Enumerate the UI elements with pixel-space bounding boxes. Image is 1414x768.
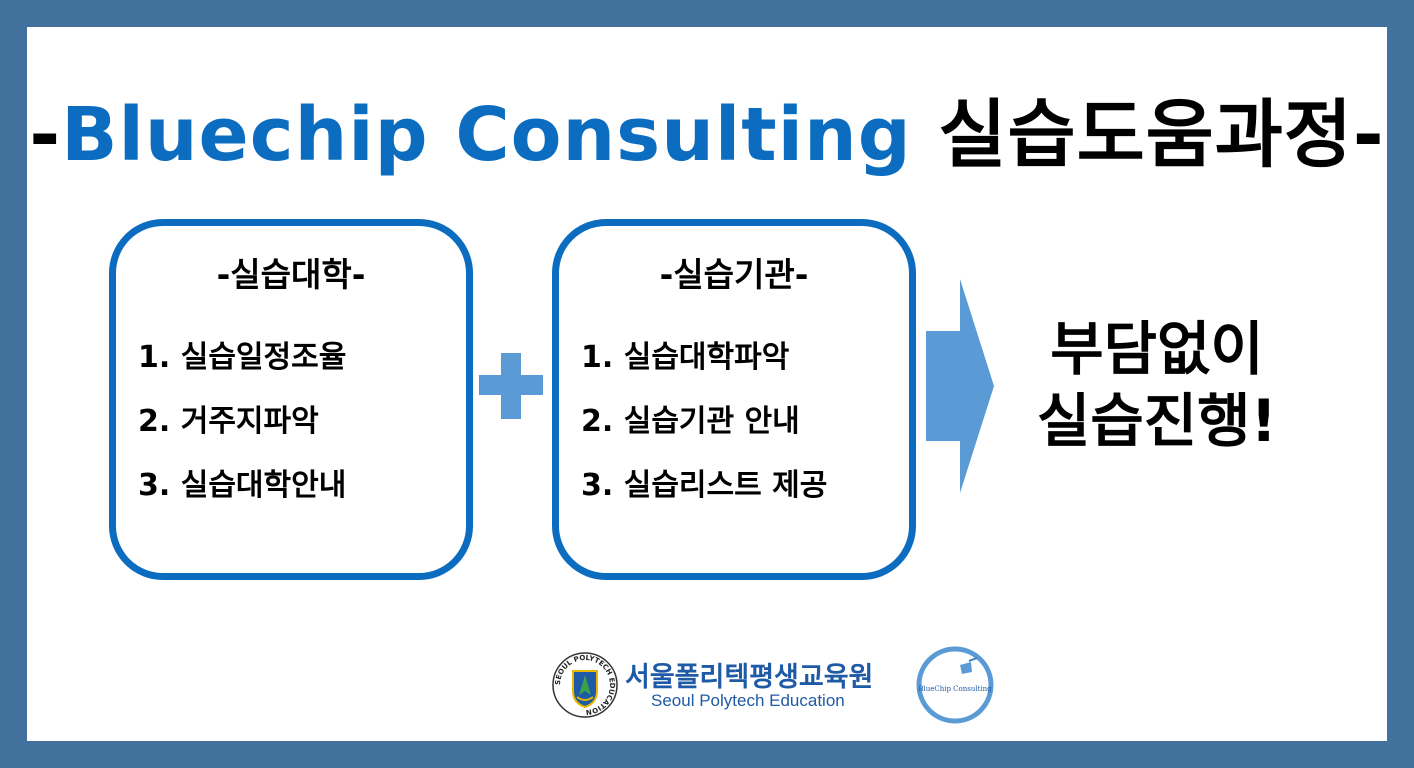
title-english: Bluechip Consulting bbox=[61, 92, 912, 178]
plus-icon bbox=[479, 353, 543, 419]
university-card-title: -실습대학- bbox=[216, 255, 366, 294]
school-logo: SEOUL POLYTECH EDUCATION 서울폴리텍평생교육원 Seou… bbox=[547, 649, 887, 721]
school-name-korean: 서울폴리텍평생교육원 bbox=[625, 662, 874, 693]
arrow-right-icon bbox=[926, 279, 994, 493]
result-line-1: 부담없이 bbox=[1050, 315, 1264, 383]
school-seal-icon: SEOUL POLYTECH EDUCATION bbox=[552, 652, 618, 718]
list-item: 3. 실습대학안내 bbox=[138, 468, 347, 503]
list-item: 1. 실습일정조율 bbox=[138, 340, 347, 375]
school-name-english: Seoul Polytech Education bbox=[651, 691, 845, 710]
university-list: 1. 실습일정조율 2. 거주지파악 3. 실습대학안내 bbox=[138, 340, 346, 532]
title-dash-left: - bbox=[29, 92, 62, 178]
slide: -Bluechip Consulting 실습도움과정- -실습대학- 1. 실… bbox=[27, 27, 1387, 741]
consulting-logo-icon: BlueChip Consulting bbox=[915, 645, 995, 725]
title-korean: 실습도움과정 bbox=[911, 92, 1353, 178]
list-item: 1. 실습대학파악 bbox=[581, 340, 790, 375]
institution-card: -실습기관- 1. 실습대학파악 2. 실습기관 안내 3. 실습리스트 제공 bbox=[552, 219, 916, 580]
university-card: -실습대학- 1. 실습일정조율 2. 거주지파악 3. 실습대학안내 bbox=[109, 219, 473, 580]
result-line-2: 실습진행! bbox=[1037, 387, 1277, 455]
list-item: 2. 거주지파악 bbox=[138, 404, 319, 439]
result-text: 부담없이 실습진행! bbox=[1017, 313, 1297, 457]
institution-card-title: -실습기관- bbox=[659, 255, 809, 294]
title-dash-right: - bbox=[1352, 92, 1385, 178]
list-item: 3. 실습리스트 제공 bbox=[581, 468, 828, 503]
institution-list: 1. 실습대학파악 2. 실습기관 안내 3. 실습리스트 제공 bbox=[581, 340, 827, 532]
page-title: -Bluechip Consulting 실습도움과정- bbox=[27, 75, 1387, 182]
consulting-mark-text: BlueChip Consulting bbox=[918, 685, 992, 693]
list-item: 2. 실습기관 안내 bbox=[581, 404, 800, 439]
